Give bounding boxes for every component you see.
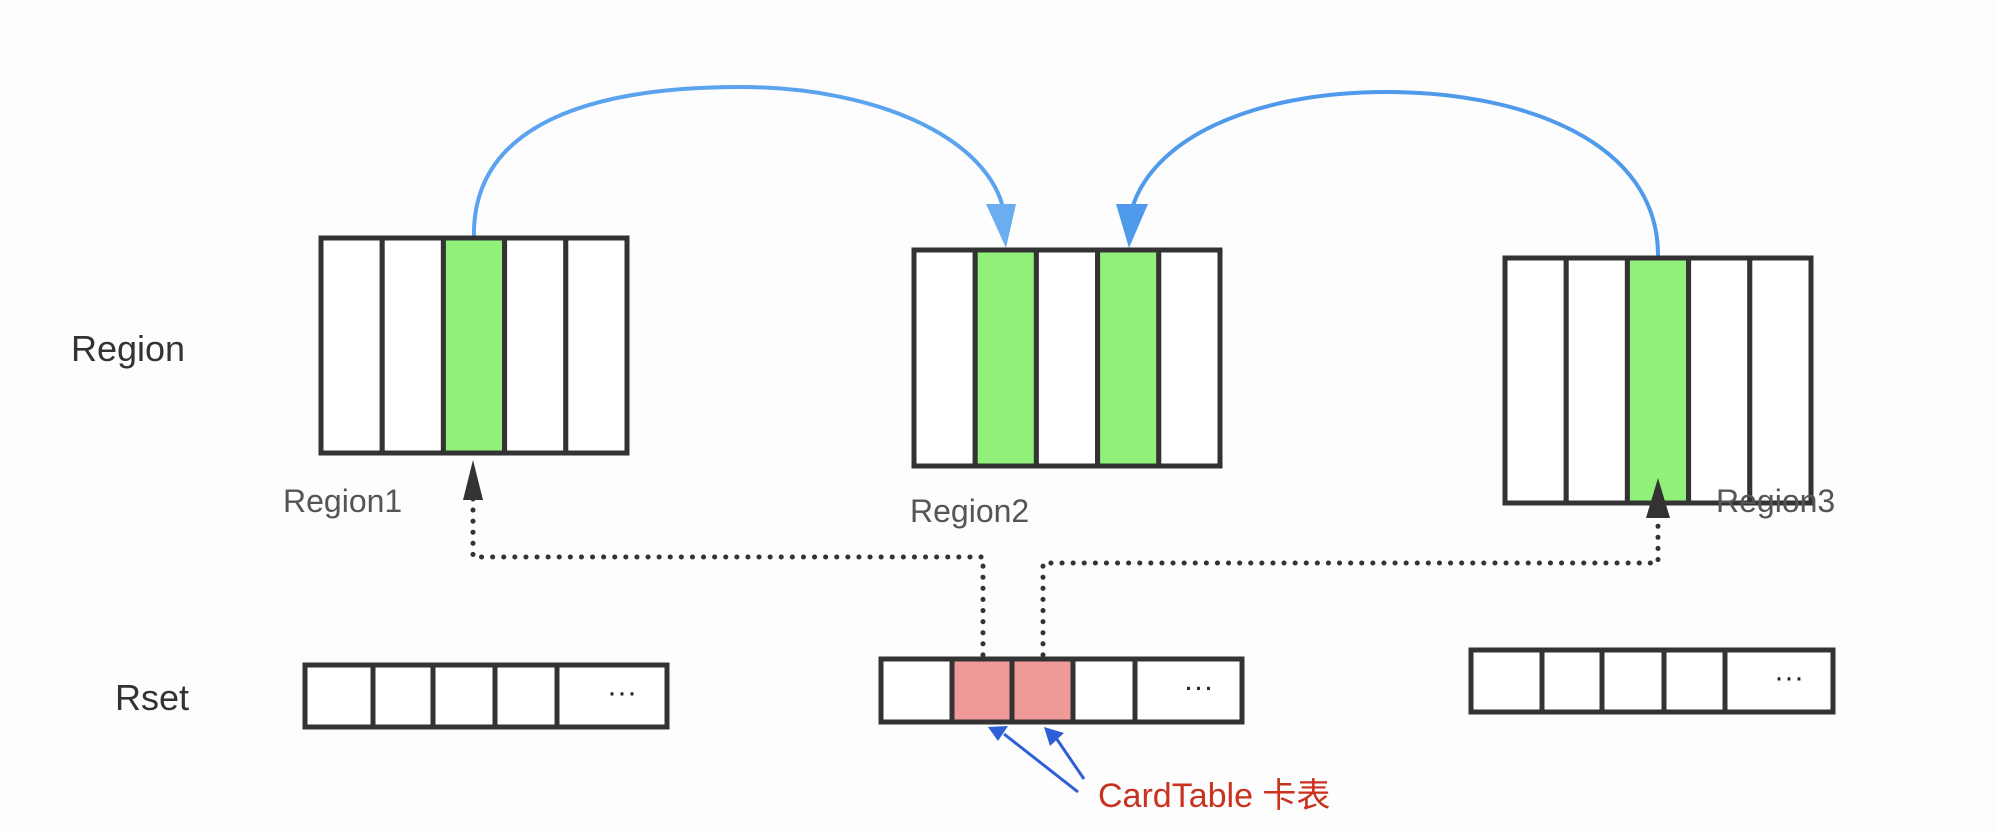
rset-entry xyxy=(492,662,560,730)
rset-entry xyxy=(1132,656,1245,725)
rset-entry xyxy=(878,656,955,725)
card xyxy=(1033,247,1101,469)
card xyxy=(1156,247,1223,469)
card-referenced xyxy=(972,247,1039,469)
rset-1-box: ··· xyxy=(302,662,670,730)
card-referenced xyxy=(1624,255,1692,506)
rset-entry xyxy=(1070,656,1138,725)
rset-entry xyxy=(1599,647,1667,715)
arrowhead-icon xyxy=(463,460,483,500)
region-1-box xyxy=(318,235,630,456)
card-pointer-to-region1 xyxy=(470,487,986,658)
ellipsis: ··· xyxy=(607,676,637,709)
arrowhead-icon xyxy=(1116,204,1148,248)
reference-arc-region3-to-region2 xyxy=(1129,89,1661,259)
region-3-box xyxy=(1502,255,1814,506)
region-2-box xyxy=(911,247,1223,469)
rset-entry xyxy=(302,662,376,730)
cardtable-pointer xyxy=(1003,732,1079,794)
region1-label: Region1 xyxy=(283,483,402,519)
card xyxy=(911,247,978,469)
card-referenced xyxy=(440,235,508,456)
card-referenced xyxy=(1095,247,1162,469)
card xyxy=(1563,255,1630,506)
card xyxy=(1502,255,1569,506)
rset-entry-dirty xyxy=(949,656,1015,725)
cardtable-pointer xyxy=(1052,734,1086,780)
region2-label: Region2 xyxy=(910,493,1029,529)
card-pointer-to-region3 xyxy=(1040,522,1661,658)
arrowhead-icon xyxy=(1044,727,1064,746)
rset-entry xyxy=(1468,647,1545,715)
rset-entry xyxy=(1661,647,1728,715)
rset-entry-dirty xyxy=(1009,656,1076,725)
card xyxy=(379,235,446,456)
rset-entry xyxy=(430,662,498,730)
card xyxy=(1686,255,1753,506)
ellipsis: ··· xyxy=(1774,661,1804,694)
rset-2-box: ··· xyxy=(878,656,1245,725)
ellipsis: ··· xyxy=(1184,671,1214,704)
card xyxy=(502,235,569,456)
rset-entry xyxy=(554,662,670,730)
card xyxy=(563,235,630,456)
region3-label: Region3 xyxy=(1716,483,1835,519)
region-row-label: Region xyxy=(71,328,185,369)
card xyxy=(318,235,385,456)
rset-entry xyxy=(370,662,436,730)
card xyxy=(1747,255,1814,506)
arrowhead-icon xyxy=(1646,478,1670,518)
rset-3-box: ··· xyxy=(1468,647,1836,715)
reference-arc-region1-to-region2 xyxy=(471,84,1006,241)
rset-entry xyxy=(1539,647,1605,715)
rset-row-label: Rset xyxy=(115,677,189,718)
arrowhead-icon xyxy=(988,726,1008,741)
rset-entry xyxy=(1722,647,1836,715)
arrowhead-icon xyxy=(986,204,1016,248)
cardtable-label: CardTable 卡表 xyxy=(1098,777,1330,815)
